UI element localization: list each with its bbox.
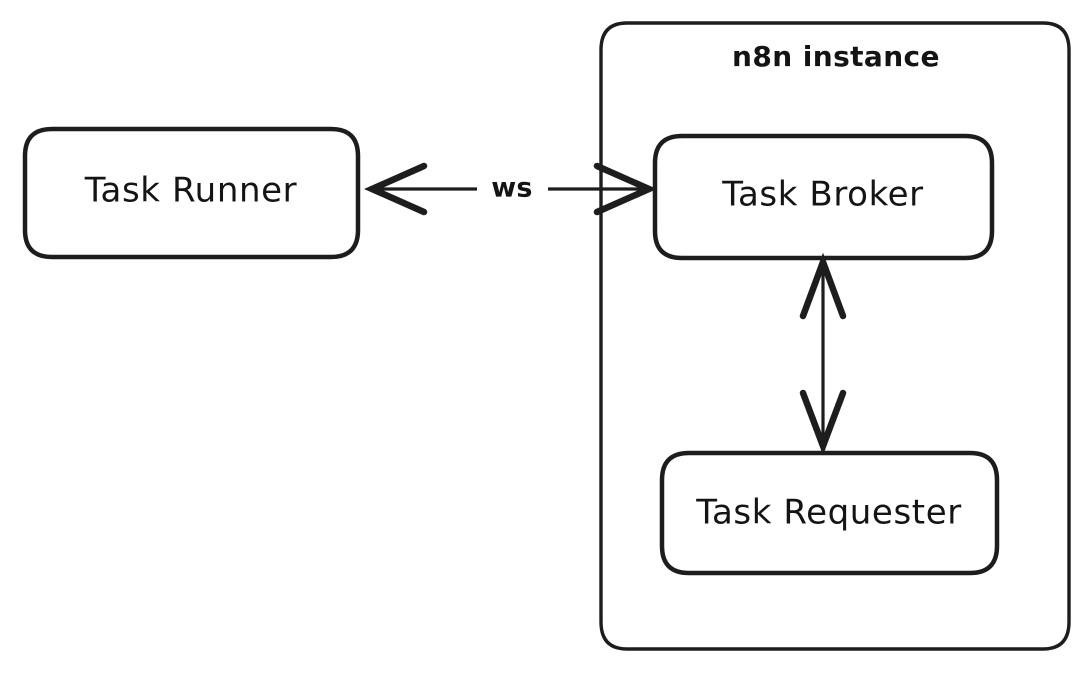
node-task-runner-label: Task Runner [84, 171, 297, 211]
edge-broker-requester-arrowhead-bottom [799, 389, 847, 456]
node-task-runner-outline [22, 126, 361, 260]
container-n8n-instance-label: n8n instance [732, 40, 940, 73]
edge-runner-broker[interactable]: ws [363, 162, 658, 216]
edge-broker-requester[interactable] [799, 252, 847, 456]
node-task-broker-label: Task Broker [721, 175, 924, 215]
edge-runner-broker-label-backdrop [478, 170, 548, 208]
edge-runner-broker-label: ws [491, 173, 532, 204]
node-task-requester[interactable]: Task Requester [659, 450, 1000, 576]
node-task-requester-outline [659, 450, 1000, 576]
edge-runner-broker-arrowhead-left [363, 162, 428, 216]
edge-runner-broker-arrowhead-right [593, 162, 658, 216]
node-task-broker-outline [652, 133, 995, 261]
edge-broker-requester-arrowhead-top [799, 252, 847, 320]
node-task-broker[interactable]: Task Broker [652, 133, 995, 261]
node-task-requester-label: Task Requester [695, 493, 962, 533]
node-task-runner[interactable]: Task Runner [22, 126, 361, 260]
